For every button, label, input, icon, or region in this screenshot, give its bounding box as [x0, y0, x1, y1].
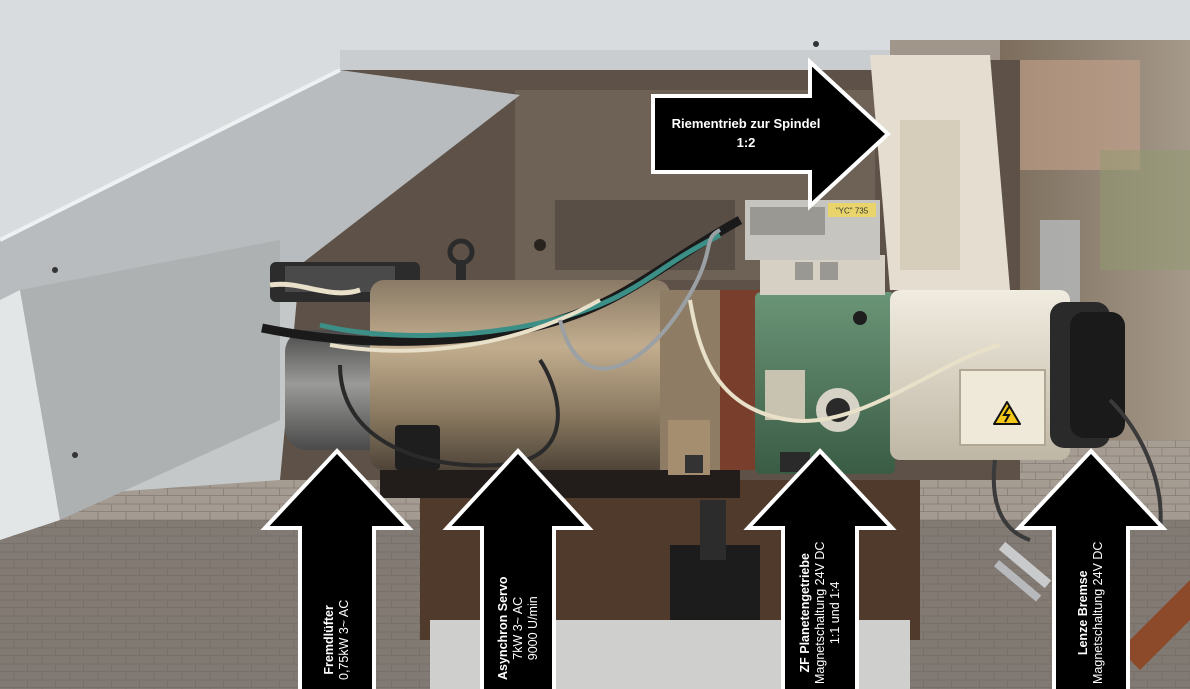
servo-speed: 9000 U/min [526, 596, 540, 661]
connector-plate-label: "YC" 735 [836, 207, 869, 216]
servo-power: 7kW 3~ AC [511, 596, 525, 660]
right-arrow-shape [651, 57, 891, 211]
callout-brake: Lenze Bremse Magnetschaltung 24V DC [1014, 448, 1168, 689]
callout-belt-drive: Riementrieb zur Spindel 1:2 [650, 57, 892, 211]
callout-fan: Fremdlüfter 0,75kW 3~ AC [260, 448, 414, 689]
callout-servo-motor: Asynchron Servo 7kW 3~ AC 9000 U/min [442, 448, 594, 689]
belt-drive-ratio: 1:2 [736, 135, 756, 150]
up-arrow-shape [743, 448, 897, 689]
brake-title: Lenze Bremse [1076, 570, 1090, 656]
brake-switching: Magnetschaltung 24V DC [1091, 541, 1105, 684]
gearbox-switching: Magnetschaltung 24V DC [813, 541, 827, 684]
high-voltage-warning-icon [993, 401, 1021, 425]
fan-title: Fremdlüfter [322, 605, 336, 675]
up-arrow-shape [260, 448, 414, 689]
fan-spec: 0,75kW 3~ AC [337, 599, 351, 680]
belt-drive-title: Riementrieb zur Spindel [671, 116, 821, 131]
up-arrow-shape [1014, 448, 1168, 689]
gearbox-title: ZF Planetengetriebe [798, 553, 812, 673]
gearbox-ratios: 1:1 und 1:4 [828, 581, 842, 645]
up-arrow-shape [442, 448, 594, 689]
servo-title: Asynchron Servo [496, 576, 510, 680]
callout-planetary-gearbox: ZF Planetengetriebe Magnetschaltung 24V … [743, 448, 897, 689]
